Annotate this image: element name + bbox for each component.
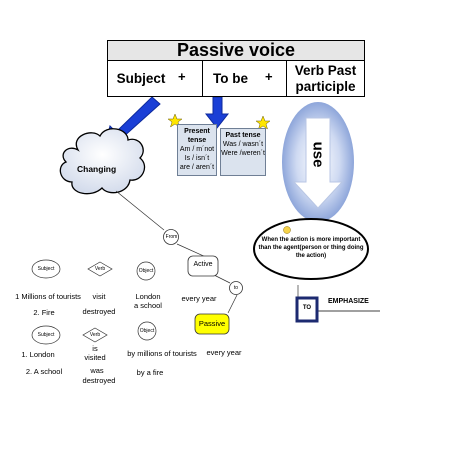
passive-subject-shape: [31, 325, 61, 345]
changing-label: Changing: [77, 164, 117, 174]
passive-verb-1: is: [92, 344, 98, 353]
from-label: From: [165, 234, 178, 240]
present-tense-line-1: Am / m´not: [179, 146, 215, 153]
emphasize-label: EMPHASIZE: [328, 298, 369, 305]
passive-label: Passive: [198, 319, 226, 328]
use-down-arrow: [292, 117, 344, 209]
passive-subject-1: 1. London: [21, 350, 55, 359]
to-be-label: To be: [213, 71, 248, 86]
cloud-to-from-line: [115, 190, 165, 231]
active-subject-shape-label: Subject: [37, 266, 55, 272]
past-tense-star: [255, 115, 271, 130]
passive-subject-2: 2. A school: [25, 367, 63, 376]
active-subject-1: 1 Millions of tourists: [15, 292, 81, 301]
passive-every-year: every year: [206, 348, 242, 357]
passive-agent-2: by a fire: [136, 368, 164, 377]
present-tense-star: [167, 113, 183, 128]
active-subject-2: 2. Fire: [33, 308, 55, 317]
verb-label: Verb Past participle: [294, 62, 357, 94]
verb-cell: Verb Past participle: [287, 61, 364, 96]
active-object-2: a school: [134, 301, 162, 310]
past-tense-title: Past tense: [225, 132, 261, 139]
present-tense-box: Present tense Am / m´not Is / isn´t are …: [177, 124, 217, 176]
active-verb-2: destroyed: [82, 307, 116, 316]
past-tense-line-1: Was / wasn´t: [222, 141, 264, 148]
note-text: When the action is more important than t…: [258, 237, 364, 259]
plus-sign-2: +: [265, 69, 273, 84]
passive-verb-2: visited: [84, 353, 106, 362]
past-tense-box: Past tense Was / wasn´t Were /weren´t: [220, 128, 266, 176]
active-box: [187, 255, 219, 277]
active-object-shape-label: Object: [138, 268, 154, 274]
passive-subject-shape-label: Subject: [37, 332, 55, 338]
to-box-label: TO: [302, 305, 312, 311]
to-to-passive-line: [227, 294, 238, 314]
plus-sign-1: +: [178, 69, 186, 84]
subject-label: Subject: [116, 71, 166, 86]
active-verb-shape-label: Verb: [94, 266, 106, 272]
from-circle: [163, 229, 179, 245]
passive-agent-1: by millions of tourists: [127, 349, 197, 358]
formula-row: Subject + To be + Verb Past participle: [107, 61, 365, 97]
to-circle: [229, 281, 243, 295]
passive-object-shape: [137, 321, 157, 341]
passive-box: [194, 313, 230, 335]
to-box: [295, 296, 319, 323]
present-tense-line-3: are / aren´t: [179, 164, 215, 171]
active-to-to-line: [213, 274, 231, 284]
past-tense-line-2: Were /weren´t: [221, 150, 265, 157]
passive-verb-shape: [82, 327, 108, 343]
active-object-shape: [136, 261, 156, 281]
to-be-cell: To be +: [203, 61, 287, 96]
subject-cell: Subject +: [108, 61, 203, 96]
to-label: to: [233, 285, 239, 291]
active-every-year: every year: [181, 294, 217, 303]
passive-object-shape-label: Object: [139, 328, 155, 334]
smiley-face: [283, 226, 291, 234]
present-tense-line-2: Is / isn´t: [184, 155, 210, 162]
passive-verb-3: was: [90, 366, 104, 375]
active-verb-1: visit: [92, 292, 106, 301]
diagram-title: Passive voice: [107, 40, 365, 61]
use-label: use: [309, 141, 327, 168]
active-verb-shape: [87, 261, 113, 277]
passive-verb-4: destroyed: [82, 376, 116, 385]
changing-cloud: [59, 128, 146, 195]
active-object-1: London: [135, 292, 161, 301]
present-tense-title: Present tense: [184, 128, 210, 144]
to-be-arrow: [204, 96, 230, 129]
active-label: Active: [193, 261, 213, 268]
passive-verb-shape-label: Verb: [89, 332, 101, 338]
note-ellipse: [253, 218, 369, 280]
active-subject-shape: [31, 259, 61, 279]
